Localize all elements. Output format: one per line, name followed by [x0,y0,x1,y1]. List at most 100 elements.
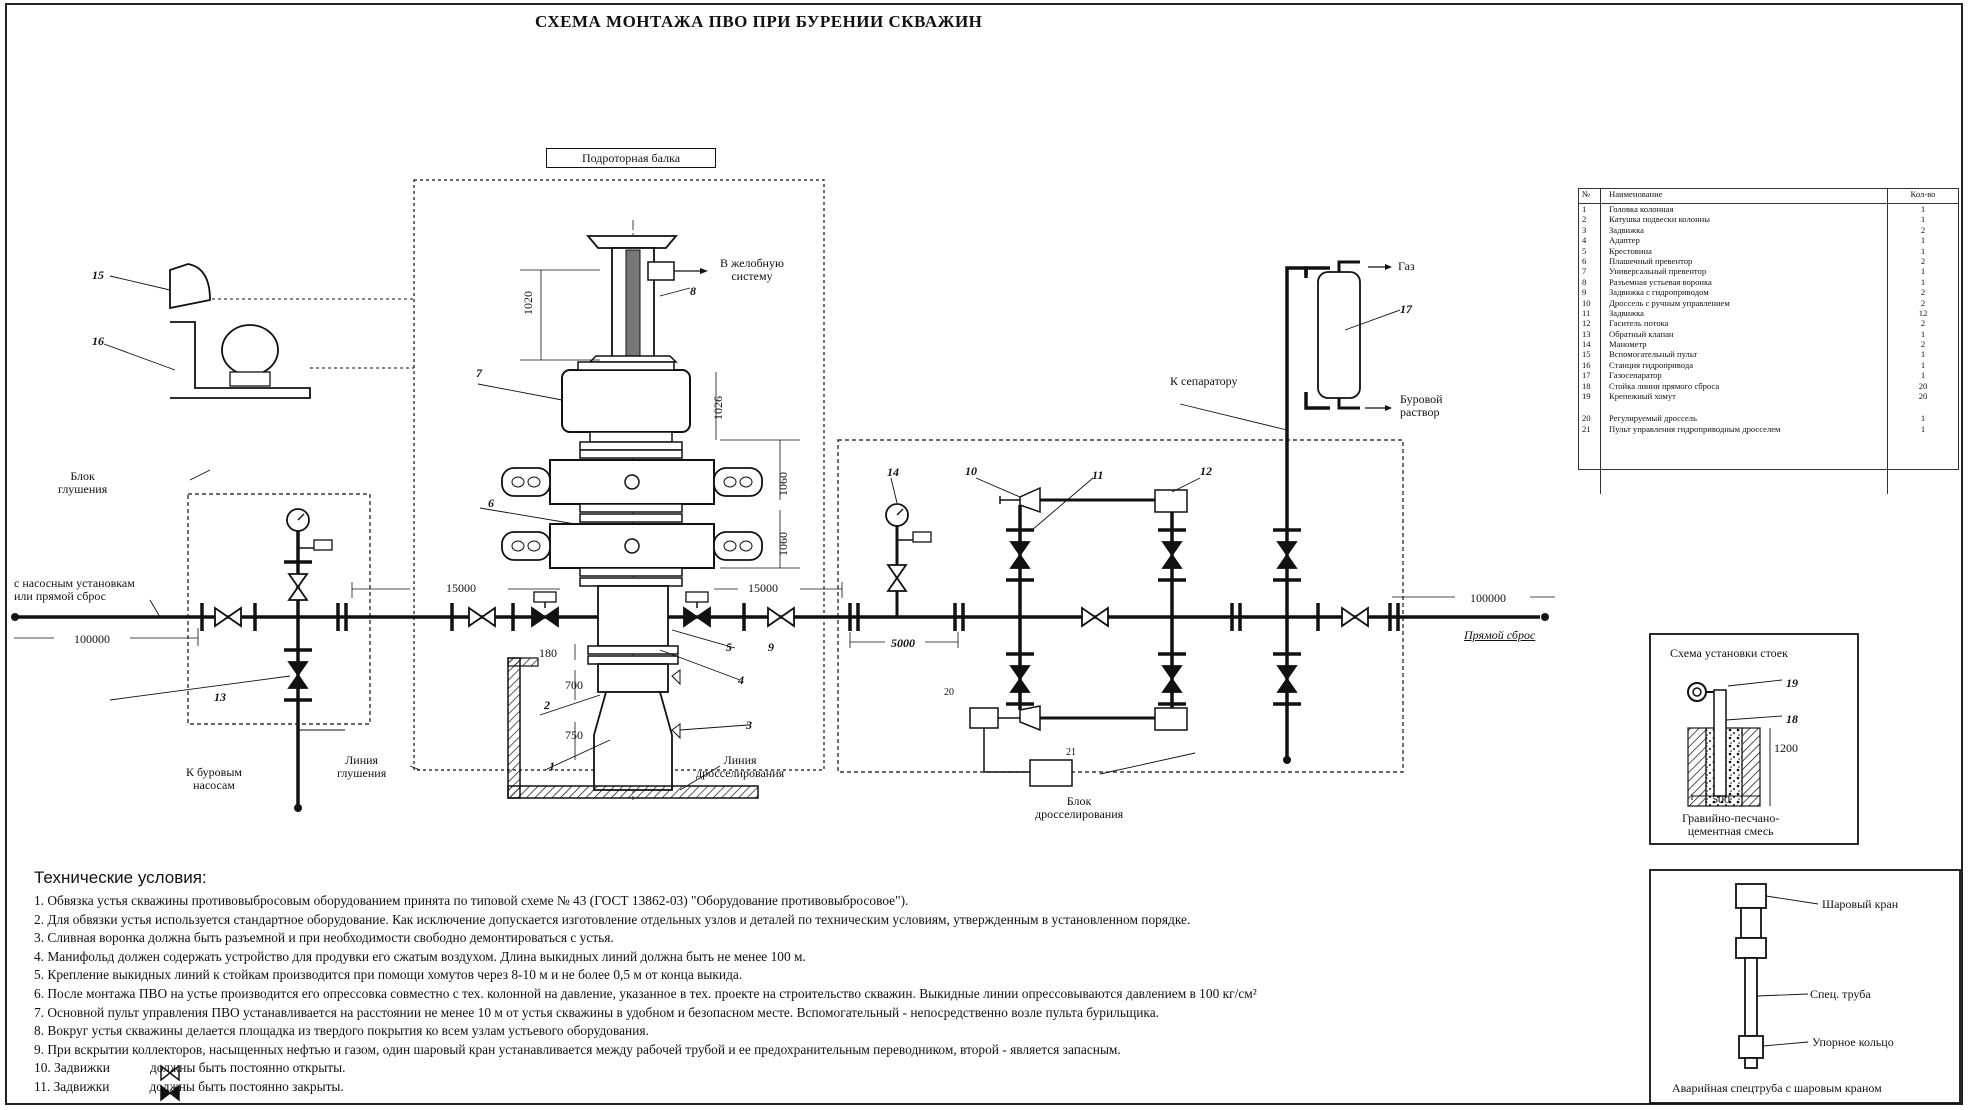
table-cell: Универсальный превентор [1601,266,1888,277]
tech-line-text: 8. Вокруг устья скважины делается площад… [34,1023,649,1039]
table-cell: Катушка подвески колонны [1601,214,1888,225]
tech-line-text: 11. Задвижки [34,1078,110,1094]
annular-preventer [561,369,691,433]
table-cell: 2 [1920,224,1926,235]
table-cell: 16 [1579,359,1601,371]
dim-100000-left: 100000 [74,632,110,646]
callout-21: 21 [1066,747,1076,758]
kill-block-box [187,493,371,725]
tech-line-text: 4. Манифольд должен содержать устройство… [34,948,806,964]
table-cell: 1 [1920,235,1926,246]
cellar-pit [507,657,759,799]
tech-line-text: 6. После монтажа ПВО на устье производит… [34,985,1257,1001]
dim-180: 180 [539,646,557,660]
table-cell: 1 [1920,370,1926,381]
dim-1200: 1200 [1774,741,1798,755]
callout-11: 11 [1092,468,1104,482]
table-cell: 2 [1920,255,1926,266]
tech-line: 7. Основной пульт управления ПВО устанав… [34,1004,1634,1023]
closed-valve-note: должны быть постоянно закрыты. [149,1078,344,1094]
table-cell: 1 [1920,204,1926,214]
callout-2: 2 [544,698,550,712]
callout-16: 16 [92,334,104,348]
table-cell: 9 [1579,287,1601,298]
callout-5: 5 [726,640,732,654]
direct-discharge-label: Прямой сброс [1464,628,1536,642]
tech-line-text: 1. Обвязка устья скважины противовыбросо… [34,893,909,908]
callout-4: 4 [738,673,744,687]
callout-7: 7 [476,366,482,380]
dim-1060-lower: 1060 [776,532,790,556]
flow-funnel [586,235,678,249]
emergency-pipe-box [1649,869,1961,1104]
table-cell: 1 [1920,266,1926,277]
table-cell: 3 [1579,224,1601,236]
tech-line-text: 5. Крепление выкидных линий к стойкам пр… [34,967,743,983]
table-cell: 20 [1918,380,1928,391]
tech-heading: Технические условия: [34,868,207,887]
table-cell: Адаптер [1601,235,1888,246]
table-cell: 20 [1918,391,1928,402]
table-cell: Газосепаратор [1601,370,1888,381]
tech-line: 8. Вокруг устья скважины делается площад… [34,1022,1634,1041]
beam-label: Подроторная балка [546,148,716,168]
table-cell: Манометр [1601,339,1888,350]
table-cell: Регулируемый дроссель [1601,413,1888,424]
tech-line: 6. После монтажа ПВО на устье производит… [34,985,1634,1004]
table-cell: 13 [1579,328,1601,340]
tech-line-text: 3. Сливная воронка должна быть разъемной… [34,930,614,946]
to-separator-label: К сепаратору [1170,374,1238,388]
table-cell: 5 [1579,245,1601,256]
table-cell: 1 [1920,276,1926,287]
gas-separator-17 [1317,271,1361,399]
page-border [5,3,1963,1105]
tech-line-text: 10. Задвижки [34,1060,110,1076]
table-cell: Задвижка с гидроприводом [1601,287,1888,298]
table-cell: 2 [1920,297,1926,308]
table-cell: 1 [1920,214,1926,225]
stand-caption: Гравийно-песчано-цементная смесь [1682,811,1780,838]
stand-scheme-box [1649,633,1859,845]
callout-13: 13 [214,690,226,704]
table-cell: 14 [1579,339,1601,350]
table-cell: Плашечный превентор [1601,255,1888,267]
dim-5000: 5000 [891,636,915,650]
tech-lines: 1. Обвязка устья скважины противовыбросо… [34,892,1634,1097]
tech-line: 11. Задвижки должны быть постоянно закрыт… [34,1078,1634,1097]
choke-control-panel-20 [969,707,999,729]
table-cell: Задвижка [1601,307,1888,319]
dim-1026: 1026 [711,396,725,420]
callout-6: 6 [488,496,494,510]
table-cell: 2 [1920,287,1926,298]
table-cell: 7 [1579,266,1601,277]
table-cell: 19 [1579,391,1601,402]
dim-15000-left: 15000 [446,581,476,595]
table-cell: 21 [1579,423,1601,435]
technical-conditions: Технические условия: 1. Обвязка устья ск… [34,868,1634,1097]
dim-700: 700 [565,678,583,692]
callout-17: 17 [1400,302,1412,316]
table-cell: 1 [1579,204,1601,215]
choke-block-box [837,439,1404,773]
callout-1: 1 [549,759,555,773]
